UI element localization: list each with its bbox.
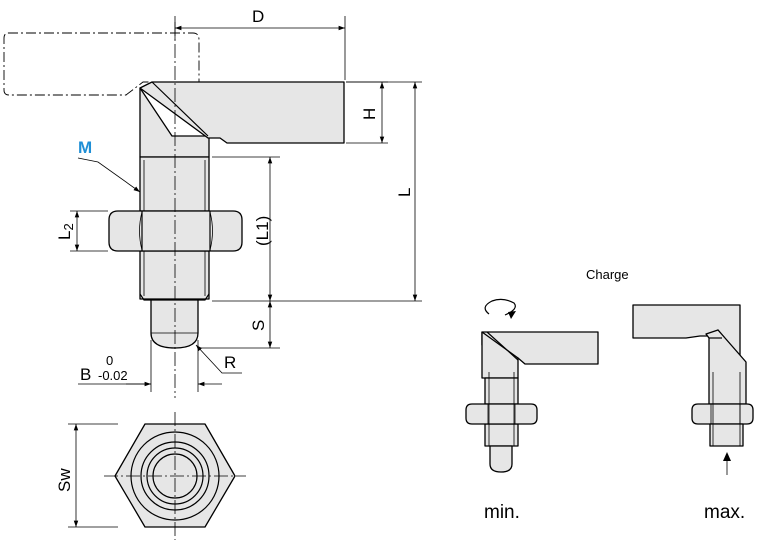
body-stem [139,87,210,158]
figure-max [632,304,754,475]
tolerance-upper: 0 [106,353,113,368]
phantom-handle [3,32,200,96]
dimensions: D H L (L1) S L2 M R [55,7,422,528]
plunger-pin [150,299,199,349]
hex-nut [108,210,243,252]
label-min: min. [484,502,520,523]
label-S: S [249,320,268,331]
thread-upper [139,156,210,212]
leader-R [195,344,242,374]
label-Sw: Sw [55,468,74,492]
tolerance-lower: -0.02 [98,368,128,383]
leader-M [77,157,141,193]
label-L: L [395,188,414,197]
up-arrow-icon [723,452,731,475]
label-R: R [224,353,236,372]
label-L2: L2 [55,223,76,240]
thread-lower [139,250,210,300]
side-view [3,22,345,398]
label-L1: (L1) [253,216,272,246]
label-D: D [252,7,264,26]
label-M: M [78,138,92,157]
label-B: B [80,365,91,384]
cam-edge [151,81,209,137]
label-H: H [360,108,379,120]
handle [139,81,345,144]
charge-title: Charge [586,267,629,282]
rotate-arrow-icon [484,298,516,319]
end-view [104,412,246,540]
figure-min [465,298,599,473]
label-max: max. [704,502,745,523]
